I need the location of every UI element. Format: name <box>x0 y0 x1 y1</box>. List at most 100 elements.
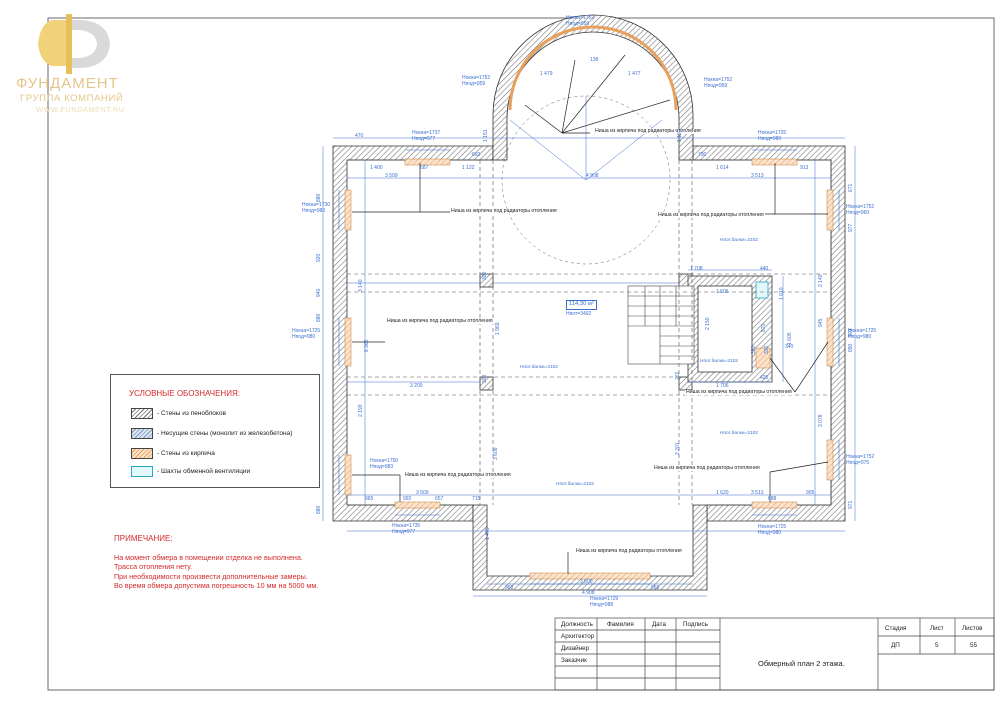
niche-label: Ниша из кирпича под радиаторы отопления <box>575 548 683 555</box>
dimension-arc: 1 479 <box>540 71 553 77</box>
beam-height-mark: Hпот.балки=3102 <box>720 431 758 436</box>
dimension-right: 671 <box>848 183 854 192</box>
beam-height-mark: Hпот.балки=3102 <box>556 482 594 487</box>
dimension-interior: 3 209 <box>410 383 423 389</box>
note-line: Во время обмера допустима погрешность 10… <box>114 581 319 591</box>
tb-sheets-value: 55 <box>970 642 978 649</box>
dimension-left: 3 140 <box>358 279 364 292</box>
window-sill-mark: Hпод=959 <box>566 21 590 27</box>
brick-swatch-icon <box>131 448 153 459</box>
tb-header-role: Должность <box>561 621 593 628</box>
window-height-mark: Hокна=1752 <box>846 454 875 460</box>
niche-label: Ниша из кирпича под радиаторы отопления <box>450 208 558 215</box>
tb-header-date: Дата <box>652 621 666 628</box>
dimension-left: 880 <box>316 313 322 322</box>
dimension-top: 1 122 <box>462 165 475 171</box>
dimension-right: 977 <box>848 223 854 232</box>
note-line: На момент обмера в помещении отделка не … <box>114 552 303 562</box>
dimension-top: 1 614 <box>716 165 729 171</box>
dimension-right: 945 <box>818 318 824 327</box>
dimension-top: 3 509 <box>385 173 398 179</box>
company-logo-subtitle: ГРУППА КОМПАНИЙ <box>20 93 124 104</box>
tb-sheet-header: Лист <box>930 625 944 632</box>
dimension-left: 880 <box>316 505 322 514</box>
window-sill-mark: Hпод=980 <box>848 334 872 340</box>
window-sill-mark: Hпод=980 <box>292 334 316 340</box>
dimension-arc: 1 191 <box>677 129 683 142</box>
legend-item-foam-blocks: - Стены из пеноблоков <box>131 408 226 419</box>
dimension-top: 913 <box>800 165 809 171</box>
tb-row-customer: Заказчик <box>561 657 587 664</box>
niche-label: Ниша из кирпича под радиаторы отопления <box>594 128 702 135</box>
dimension-interior: 1 610 <box>779 287 785 300</box>
beam-height-mark: Hпот.балки=3102 <box>700 359 738 364</box>
dimension-arc: 138 <box>590 57 599 63</box>
dimension-interior: 2 150 <box>705 317 711 330</box>
dimension-bottom: 3 600 <box>580 579 593 585</box>
monolith-swatch-icon <box>131 428 153 439</box>
dimension-bottom: 3 509 <box>416 490 429 496</box>
dimension-right: 3 078 <box>818 414 824 427</box>
dimension-left: 8 966 <box>364 339 370 352</box>
dimension-interior: 3 201 <box>675 442 681 455</box>
dimension-top: 470 <box>355 133 364 139</box>
legend: УСЛОВНЫЕ ОБОЗНАЧЕНИЯ: - Стены из пенобло… <box>110 374 320 488</box>
window-height-mark: Hокна=1752 <box>566 15 595 21</box>
legend-item-monolith: - Несущие стены (монолит из железобетона… <box>131 428 292 439</box>
niche-label: Ниша из кирпича под радиаторы отопления <box>404 472 512 479</box>
window-height-mark: Hокна=1752 <box>704 77 733 83</box>
window-sill-mark: Hпод=977 <box>392 529 416 535</box>
window-height-mark: Hокна=1752 <box>462 75 491 81</box>
dimension-left: 880 <box>316 193 322 202</box>
window-height-mark: Hокна=1729 <box>590 596 619 602</box>
tb-sheet-value: 5 <box>935 642 939 649</box>
dimension-right: 890 <box>848 343 854 352</box>
dimension-top: 687 <box>420 165 429 171</box>
room-area: 114,30 м² <box>566 300 597 310</box>
window-height-mark: Hокна=1725 <box>292 328 321 334</box>
company-logo-mark <box>38 14 110 74</box>
dimension-bottom: 968 <box>651 585 660 591</box>
legend-item-vent: - Шахты обменной вентиляции <box>131 466 250 477</box>
dimension-interior: 1 969 <box>495 322 501 335</box>
dimension-left: 940 <box>316 288 322 297</box>
dimension-interior: 425 <box>760 375 769 381</box>
dimension-interior: 330 <box>764 345 770 354</box>
window-sill-mark: Hпод=980 <box>758 530 782 536</box>
dimension-bottom: 992 <box>403 496 412 502</box>
title-block <box>554 617 995 691</box>
beam-height-mark: Hпот.балки=3102 <box>520 365 558 370</box>
tb-header-sign: Подпись <box>683 621 708 628</box>
dimension-interior: 1 605 <box>787 332 793 345</box>
note-line: При необходимости произвести дополнитель… <box>114 571 308 581</box>
dimension-top: 4 908 <box>586 173 599 179</box>
tb-header-name: Фамилия <box>607 621 634 628</box>
company-logo-site: WWW.FUNDAMENT.RU <box>36 105 125 114</box>
window-height-mark: Hокна=1725 <box>848 328 877 334</box>
floor-plan <box>322 14 856 597</box>
window-sill-mark: Hпод=983 <box>370 464 394 470</box>
dimension-left: 920 <box>316 253 322 262</box>
window-sill-mark: Hпод=980 <box>302 208 326 214</box>
dimension-right: 2 140 <box>818 274 824 287</box>
tb-sheets-header: Листов <box>962 625 983 632</box>
window-height-mark: Hокна=1752 <box>846 204 875 210</box>
window-sill-mark: Hпод=960 <box>846 210 870 216</box>
window-sill-mark: Hпод=988 <box>590 602 614 608</box>
window-sill-mark: Hпод=959 <box>704 83 728 89</box>
vent-shaft-icon <box>131 466 153 477</box>
dimension-interior: 1 706 <box>716 383 729 389</box>
dimension-bottom: 1 475 <box>485 527 491 540</box>
dimension-interior: 870 <box>761 323 767 332</box>
dimension-interior: 440 <box>760 266 769 272</box>
tb-row-architect: Архитектор <box>561 633 595 640</box>
niche-label: Ниша из кирпича под радиаторы отопления <box>386 318 494 325</box>
dimension-interior: 202 <box>675 371 681 380</box>
niche-label: Ниша из кирпича под радиаторы отопления <box>685 389 793 396</box>
dimension-bottom: 905 <box>806 490 815 496</box>
dimension-bottom: 3 513 <box>751 490 764 496</box>
dimension-bottom: 968 <box>505 585 514 591</box>
hatch-swatch-icon <box>131 408 153 419</box>
notes: ПРИМЕЧАНИЕ: На момент обмера в помещении… <box>114 534 318 591</box>
